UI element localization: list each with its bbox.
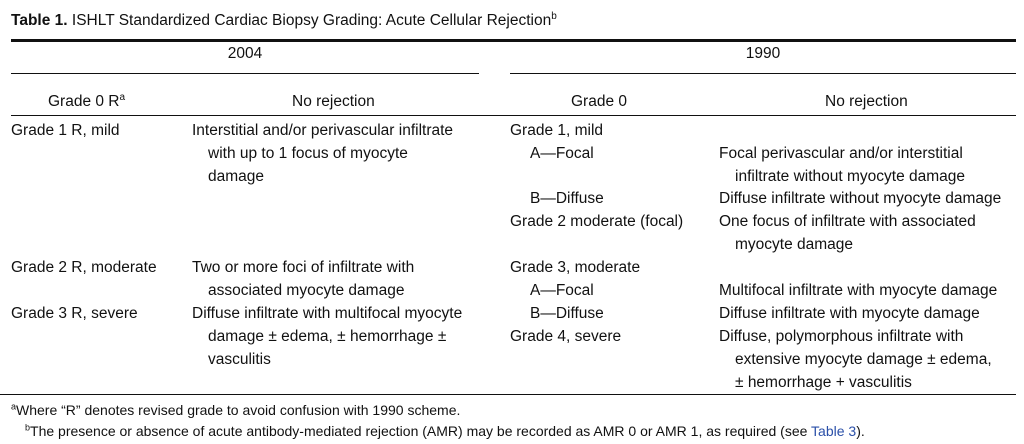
grade-2-description: One focus of infiltrate with associated … (719, 213, 976, 253)
header-grade-1990: Grade 0 (571, 93, 628, 110)
grade-3r-description: Diffuse infiltrate with multifocal myocy… (192, 305, 463, 368)
grade-1-label: Grade 1, mild (510, 122, 604, 139)
year-2004: 2004 (227, 45, 263, 62)
grade-2r-description: Two or more foci of infiltrate with asso… (192, 259, 415, 299)
grade-3-label: Grade 3, moderate (510, 259, 641, 276)
grade-3r-label: Grade 3 R, severe (11, 305, 138, 322)
rule-1990 (510, 73, 1016, 74)
footnote-b: bThe presence or absence of acute antibo… (25, 422, 865, 439)
header-rule (11, 115, 1016, 116)
header-footnote-mark: a (119, 91, 126, 103)
grade-3b-label: B—Diffuse (530, 305, 604, 322)
header-desc-1990: No rejection (825, 93, 908, 110)
caption-title: ISHLT Standardized Cardiac Biopsy Gradin… (71, 12, 552, 29)
table-caption: Table 1. ISHLT Standardized Cardiac Biop… (11, 10, 557, 30)
grade-4-label: Grade 4, severe (510, 328, 622, 345)
header-desc-2004: No rejection (292, 93, 375, 110)
rule-2004 (11, 73, 479, 74)
grade-4-description: Diffuse, polymorphous infiltrate with ex… (719, 328, 992, 391)
grade-1b-description: Diffuse infiltrate without myocyte damag… (719, 190, 1002, 207)
grade-3b-description: Diffuse infiltrate with myocyte damage (719, 305, 980, 322)
caption-label: Table 1. (11, 12, 68, 29)
grade-3a-description: Multifocal infiltrate with myocyte damag… (719, 282, 998, 299)
year-1990: 1990 (745, 45, 781, 62)
grade-1b-label: B—Diffuse (530, 190, 604, 207)
header-grade-2004: Grade 0 Ra (48, 91, 126, 110)
grade-2-label: Grade 2 moderate (focal) (510, 213, 684, 230)
table-3-link[interactable]: Table 3 (811, 423, 857, 439)
caption-footnote-mark: b (551, 10, 557, 22)
grade-1r-label: Grade 1 R, mild (11, 122, 120, 139)
footnote-a: aWhere “R” denotes revised grade to avoi… (11, 401, 461, 418)
bottom-rule (0, 394, 1016, 395)
grade-3a-label: A—Focal (530, 282, 594, 299)
grade-1a-description: Focal perivascular and/or interstitial i… (719, 145, 966, 185)
top-thick-rule (11, 39, 1016, 42)
grade-2r-label: Grade 2 R, moderate (11, 259, 157, 276)
grade-1r-description: Interstitial and/or perivascular infiltr… (192, 122, 454, 185)
grade-1a-label: A—Focal (530, 145, 594, 162)
